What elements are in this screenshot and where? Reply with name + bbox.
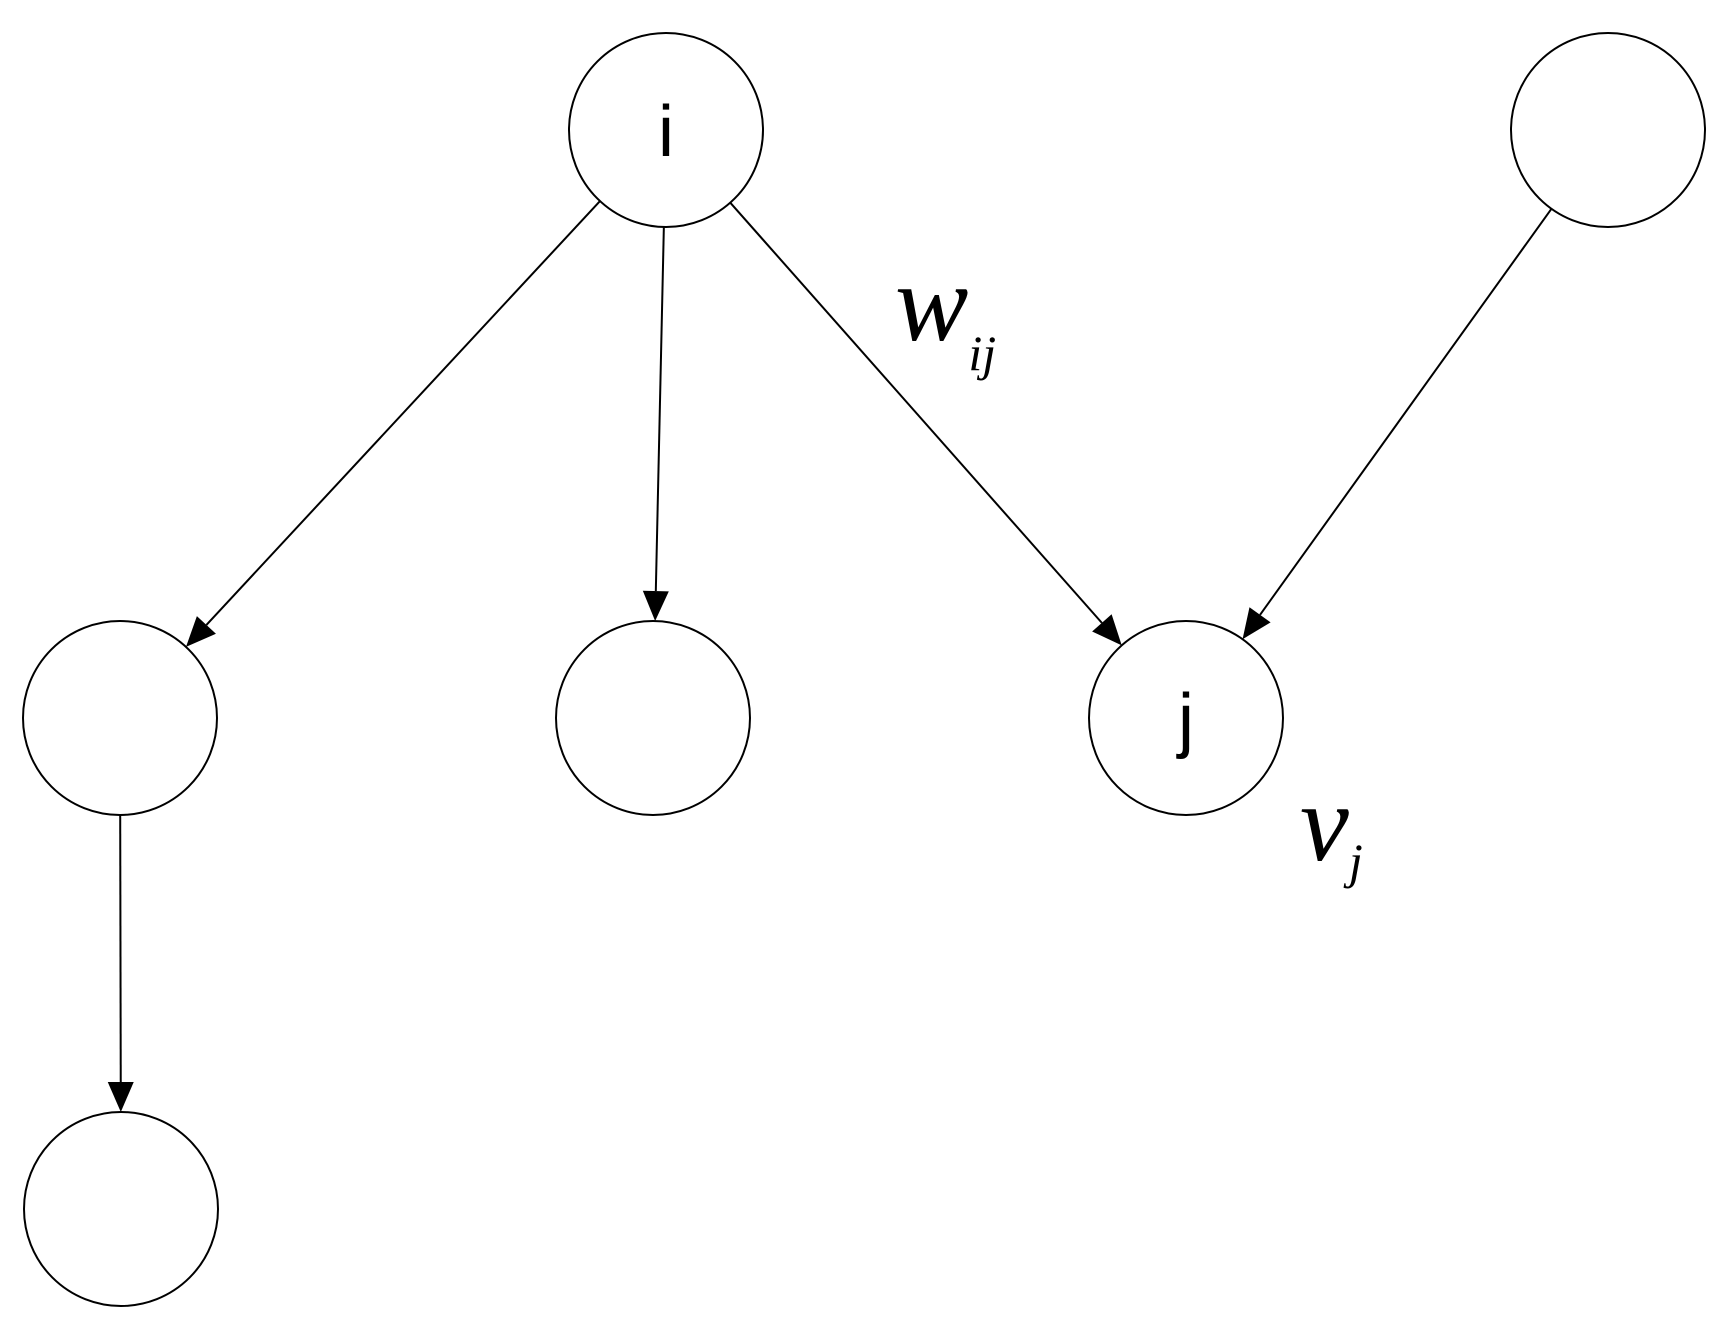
edge-top-right-to-j bbox=[1242, 208, 1553, 640]
edge-line bbox=[205, 200, 601, 626]
edge-weight-subscript: ij bbox=[968, 325, 996, 381]
edge-line bbox=[729, 201, 1103, 624]
edge-weight-label: wij bbox=[895, 242, 996, 381]
node-left bbox=[22, 620, 218, 816]
node-i: i bbox=[568, 32, 764, 228]
edge-weight-symbol: w bbox=[895, 242, 968, 364]
arrowhead bbox=[186, 616, 216, 647]
edge-left-to-bottom-left bbox=[107, 814, 134, 1113]
edge-i-to-left bbox=[186, 200, 601, 647]
node-label-i: i bbox=[658, 92, 674, 172]
node-circle-middle bbox=[555, 620, 751, 816]
arrowhead bbox=[1242, 607, 1271, 640]
edge-line bbox=[654, 226, 665, 592]
edge-line bbox=[119, 814, 122, 1083]
node-value-label: vj bbox=[1300, 762, 1363, 889]
node-circle-j bbox=[1088, 620, 1284, 816]
nodes-layer: ij bbox=[22, 32, 1706, 1307]
edge-i-to-middle bbox=[642, 226, 669, 622]
edges-layer bbox=[107, 200, 1553, 1113]
edge-i-to-j bbox=[729, 201, 1122, 646]
node-circle-i bbox=[568, 32, 764, 228]
edge-line bbox=[1259, 208, 1553, 616]
node-j: j bbox=[1088, 620, 1284, 816]
arrowhead bbox=[107, 1081, 134, 1113]
node-label-j: j bbox=[1176, 680, 1194, 760]
arrowhead bbox=[642, 590, 669, 622]
node-top-right bbox=[1510, 32, 1706, 228]
node-circle-top-right bbox=[1510, 32, 1706, 228]
arrowhead bbox=[1092, 614, 1122, 646]
node-circle-left bbox=[22, 620, 218, 816]
node-value-symbol: v bbox=[1300, 762, 1349, 884]
node-circle-bottom-left bbox=[23, 1111, 219, 1307]
node-bottom-left bbox=[23, 1111, 219, 1307]
node-middle bbox=[555, 620, 751, 816]
